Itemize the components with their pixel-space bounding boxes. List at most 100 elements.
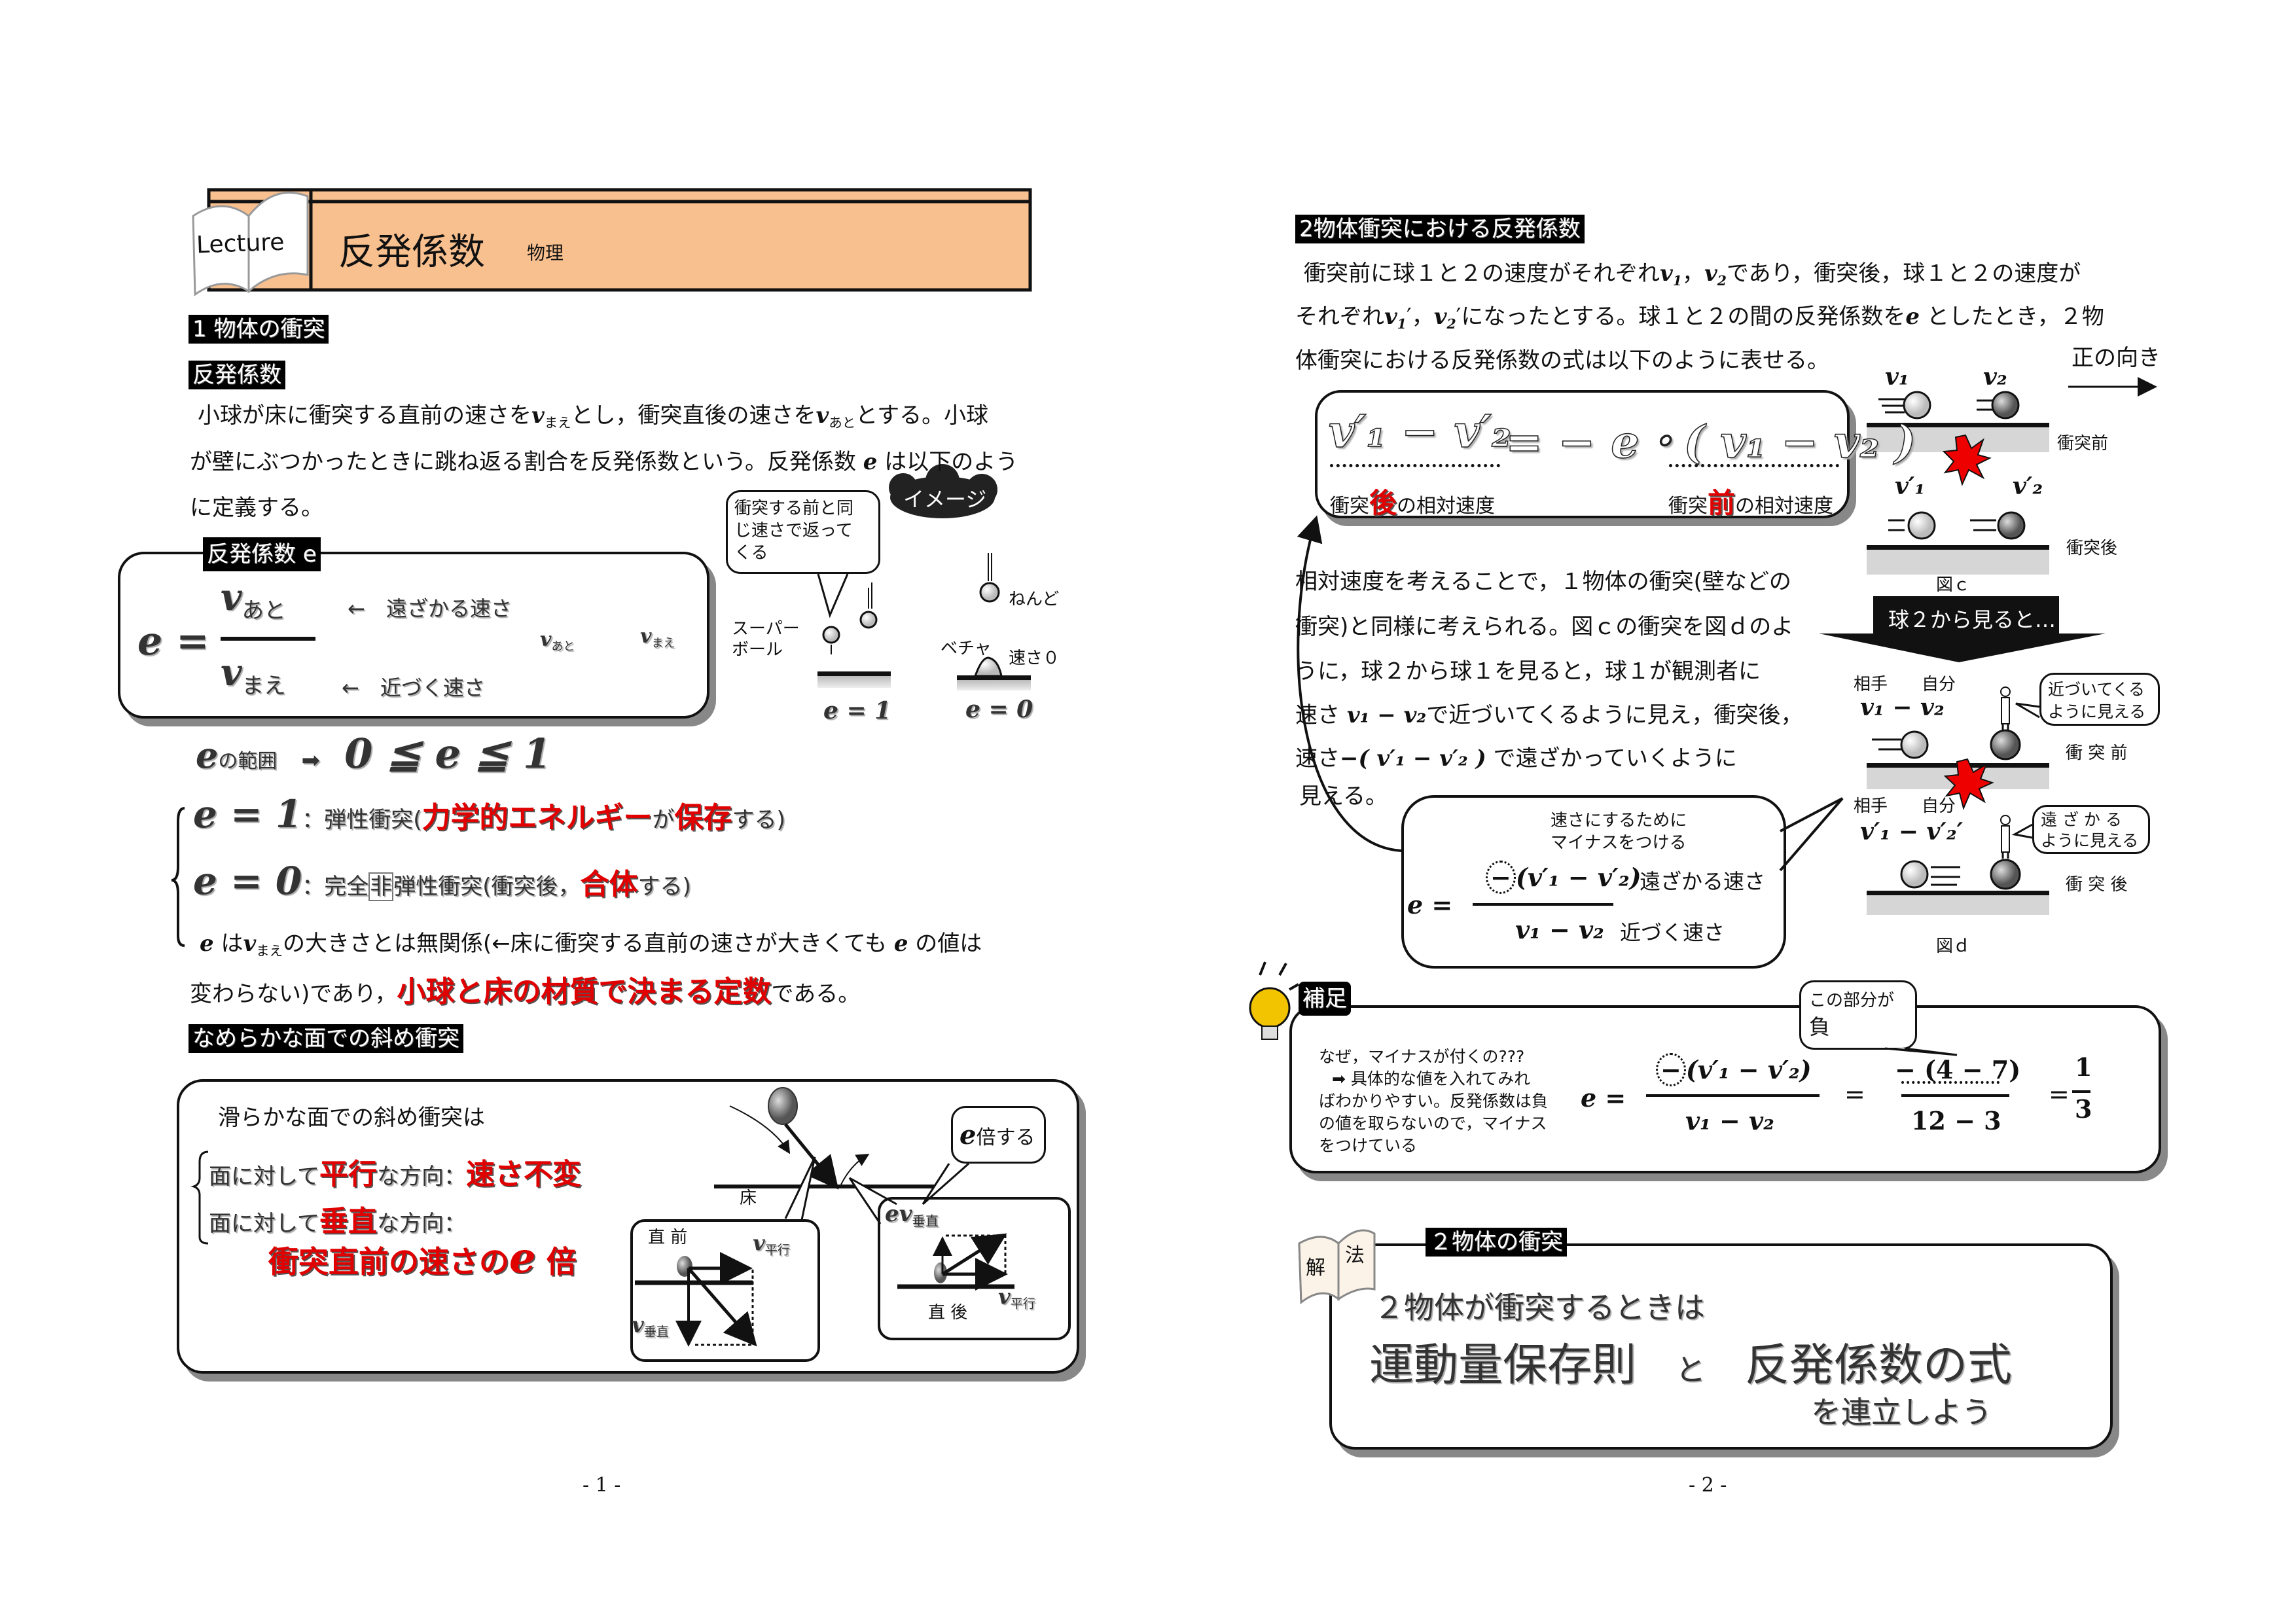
subscript: まえ <box>256 943 283 959</box>
fig-d-caption: 図ｄ <box>1936 936 1971 956</box>
fig-d-opponent: 相手 <box>1854 675 1888 694</box>
method-line-3: を連立しよう <box>1811 1395 1992 1430</box>
e-symbol: e <box>960 1120 977 1150</box>
v-symbol: v <box>243 931 257 957</box>
image-cloud-label: イメージ <box>903 487 987 512</box>
bubble-line: ように見える <box>2041 831 2139 850</box>
label-line: スーパー <box>732 619 800 639</box>
e-equals: e = <box>137 618 209 664</box>
v-symbol: v <box>1704 260 1717 287</box>
text-line: の値を取らないので，マイナス <box>1319 1114 1547 1133</box>
text: する) <box>637 874 691 900</box>
e-symbol: e <box>893 931 908 957</box>
fraction-numerator: vあと <box>221 576 286 624</box>
callout-numerator-note: 遠ざかる速さ <box>1640 869 1766 894</box>
circled-minus: − <box>1656 1053 1686 1086</box>
fraction-bar <box>2072 1090 2090 1093</box>
text: の大きさとは無関係(←床に衝突する直前の速さが大きくても <box>283 931 888 957</box>
label-line: ボール <box>732 640 783 660</box>
text: 弾性衝突(衝突後， <box>393 874 581 900</box>
positive-direction-label: 正の向き <box>2072 345 2161 371</box>
callout-note-2: マイナスをつける <box>1551 833 1687 853</box>
text: 運動量保存則 <box>1369 1340 1637 1391</box>
bubble-line: ように見える <box>2048 702 2146 721</box>
callout-e-equals: e = <box>1407 890 1453 919</box>
subscript: 垂直 <box>912 1213 939 1230</box>
text: 速さ <box>1295 745 1340 772</box>
callout-numerator: −(v′₁ − v′₂) <box>1486 861 1641 894</box>
p2-intro-line-3: 体衝突における反発係数の式は以下のように表せる。 <box>1295 348 1829 374</box>
text: な方向： <box>376 1164 466 1190</box>
section-label-2body: 2物体衝突における反発係数 <box>1295 215 1585 243</box>
method-badge-kai: 解 <box>1306 1257 1325 1279</box>
text: 変わらない)であり， <box>190 981 397 1007</box>
text: が <box>652 807 675 833</box>
section-label-1: 1 物体の衝突 <box>188 315 329 344</box>
text: と <box>1676 1352 1706 1387</box>
math: −( v′₁ − v′₂ ) <box>1340 745 1486 772</box>
v-symbol: v <box>1660 260 1673 287</box>
fig-c-v2: v₂ <box>1983 363 2007 391</box>
method-line-2: 運動量保存則と反発係数の式 <box>1369 1329 2012 1393</box>
fraction-bar <box>221 637 315 641</box>
text: ：弾性衝突( <box>302 807 422 833</box>
v-symbol: v <box>640 625 652 648</box>
definition-box-label: 反発係数 e <box>203 537 321 571</box>
page-number-2: - 2 - <box>1689 1474 1727 1497</box>
floor-label: 床 <box>740 1188 757 1208</box>
subscript: まえ <box>651 636 675 651</box>
text: の相対速度 <box>1735 495 1834 518</box>
text-line: ばわかりやすい。反発係数は負 <box>1319 1092 1549 1111</box>
before-relative-velocity-label: 衝突前の相対速度 <box>1668 481 1833 521</box>
subscript: 2 <box>1446 316 1456 332</box>
emphasis: 速さ不変 <box>465 1158 581 1191</box>
callout-denominator-note: 近づく速さ <box>1620 920 1725 945</box>
ev-perpendicular-after: ev垂直 <box>885 1201 939 1230</box>
range-label: の範囲 <box>218 750 278 773</box>
fig-d-rel-after: v′₁ − v′₂′ <box>1860 818 1964 846</box>
bubble-line: じ速さで返って <box>734 521 853 541</box>
e-equals-0-label: e = 0 <box>965 696 1033 723</box>
subscript: あと <box>551 639 575 654</box>
note-line-2: 変わらない)であり，小球と床の材質で決まる定数である。 <box>190 978 860 1008</box>
fig-d-self: 自分 <box>1922 675 1956 694</box>
subscript: 垂直 <box>643 1324 669 1340</box>
explain-line-3: うに，球２から球１を見ると，球１が観測者に <box>1295 658 1761 685</box>
text: で近づいてくるように見え，衝突後， <box>1426 702 1803 728</box>
math: (v′₁ − v′₂) <box>1685 1055 1812 1084</box>
v-symbol: v <box>998 1284 1011 1309</box>
text: になったとする。球１と２の間の反発係数を <box>1461 304 1906 330</box>
perpendicular-direction-row: 面に対して垂直な方向： <box>209 1198 466 1240</box>
v-symbol: v <box>753 1230 765 1255</box>
wavy-underline <box>1330 458 1500 467</box>
emphasis: 保存 <box>674 801 732 834</box>
text: 面に対して <box>209 1164 319 1190</box>
method-badge-hou: 法 <box>1345 1244 1365 1267</box>
callout-note-1: 速さにするために <box>1551 811 1687 830</box>
p2-intro-line-2: それぞれv1′，v2′になったとする。球１と２の間の反発係数をe としたとき，２… <box>1295 304 2104 332</box>
emphasis: 衝突直前の速さの <box>268 1244 509 1279</box>
text: 面に対して <box>209 1211 319 1237</box>
result-numerator: 1 <box>2075 1052 2092 1082</box>
emphasis: 小球と床の材質で決まる定数 <box>397 975 772 1008</box>
e-symbol: e <box>1905 304 1920 330</box>
v-symbol: v <box>1433 304 1447 330</box>
e-equals-1-label: e = 1 <box>823 697 891 724</box>
after-inset <box>878 1197 1071 1340</box>
result-denominator: 3 <box>2075 1094 2092 1124</box>
page-number-1: - 1 - <box>583 1474 621 1497</box>
observer-figure-2 <box>2000 815 2011 859</box>
boxed-char: 非 <box>368 872 394 901</box>
text: とする。小球 <box>855 402 989 429</box>
bubble-line: 負 <box>1809 1014 1831 1039</box>
superball-speech-bubble-tail <box>817 573 849 618</box>
text: 倍する <box>976 1126 1035 1149</box>
subscript: あと <box>242 597 286 623</box>
text: であり，衝突後，球１と２の速度が <box>1726 260 2081 287</box>
text: する) <box>732 807 785 833</box>
e-range: eの範囲 ➡ 0 ≦ e ≦ 1 <box>196 730 551 777</box>
negative-part-bubble: この部分が負 <box>1799 980 1917 1050</box>
before-label: 直 前 <box>648 1228 688 1247</box>
explain-line-4: 速さ v₁ − v₂で近づいてくるように見え，衝突後， <box>1295 702 1803 728</box>
case-e1: e = 1：弾性衝突(力学的エネルギーが保存する) <box>193 792 785 836</box>
